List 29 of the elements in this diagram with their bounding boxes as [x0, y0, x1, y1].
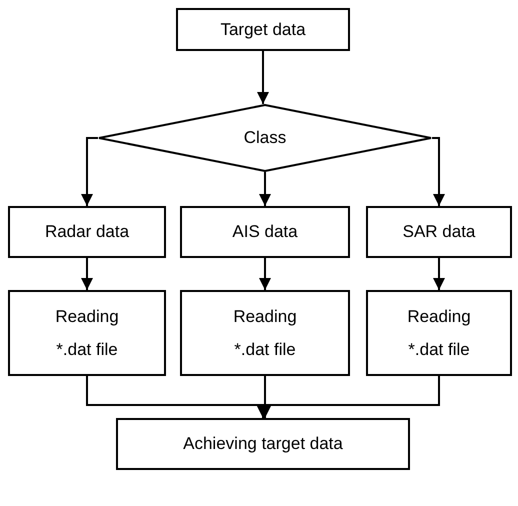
- decision-diamond: [98, 104, 432, 172]
- process-box: [8, 206, 166, 258]
- box-label: Class: [244, 128, 286, 148]
- arrow: [81, 258, 93, 290]
- process-box: [366, 206, 512, 258]
- process-box: [366, 290, 512, 376]
- process-box: [8, 290, 166, 376]
- box-label: Target data: [220, 20, 306, 40]
- process-box: [176, 8, 350, 51]
- arrow: [433, 258, 445, 290]
- box-label: AIS data: [232, 222, 298, 242]
- box-label: Radar data: [44, 222, 130, 242]
- process-box: [180, 290, 350, 376]
- box-label: SAR data: [402, 222, 476, 242]
- arrow: [259, 258, 271, 290]
- box-label: Reading: [407, 306, 471, 326]
- arrow: [257, 376, 440, 418]
- box-label: Achieving target data: [183, 434, 343, 454]
- box-label: Reading: [233, 306, 297, 326]
- arrow: [257, 51, 269, 104]
- box-label: Reading: [55, 306, 119, 326]
- box-label: *.dat file: [408, 340, 470, 360]
- arrow: [81, 137, 98, 206]
- arrow: [432, 137, 445, 206]
- arrow: [259, 172, 271, 206]
- process-box: [116, 418, 410, 470]
- box-label: *.dat file: [56, 340, 118, 360]
- process-box: [180, 206, 350, 258]
- box-label: *.dat file: [234, 340, 296, 360]
